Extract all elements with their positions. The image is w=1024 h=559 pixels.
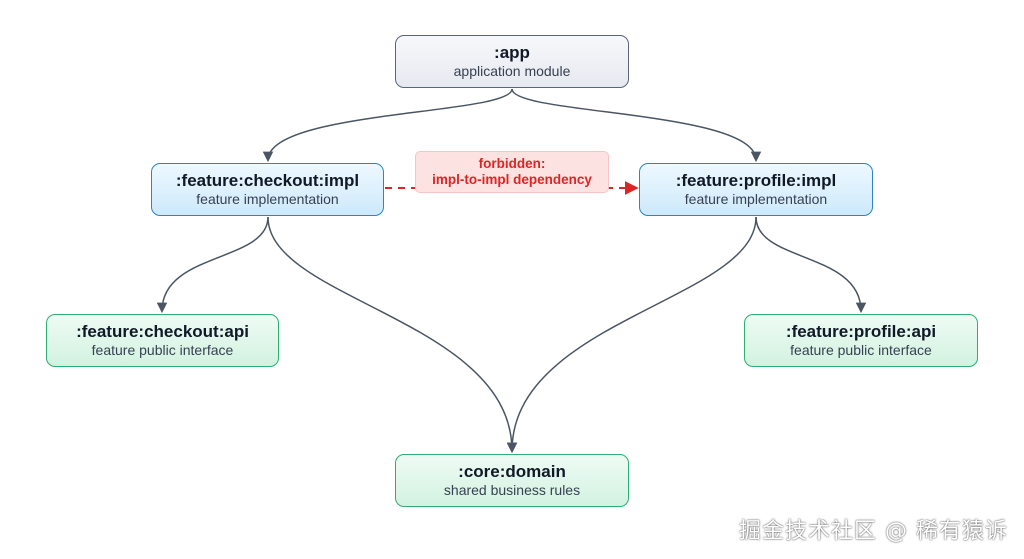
node-checkout-impl-title: :feature:checkout:impl — [175, 171, 360, 190]
node-checkout-impl: :feature:checkout:impl feature implement… — [151, 163, 384, 216]
node-app-title: :app — [494, 43, 530, 62]
node-app-subtitle: application module — [453, 63, 571, 79]
edge-profile-impl-to-profile-api — [755, 216, 867, 314]
node-profile-api-title: :feature:profile:api — [785, 322, 937, 341]
watermark: 掘金技术社区 @ 稀有猿诉 — [739, 519, 1008, 544]
edge-profile-impl-to-core-domain — [506, 216, 757, 454]
node-checkout-api-subtitle: feature public interface — [91, 342, 234, 358]
node-profile-impl: :feature:profile:impl feature implementa… — [639, 163, 873, 216]
node-profile-impl-title: :feature:profile:impl — [675, 171, 837, 190]
node-core-domain: :core:domain shared business rules — [395, 454, 629, 507]
edge-app-to-profile-impl — [511, 88, 762, 163]
node-checkout-api: :feature:checkout:api feature public int… — [46, 314, 279, 367]
node-core-domain-subtitle: shared business rules — [443, 482, 581, 498]
node-profile-api: :feature:profile:api feature public inte… — [744, 314, 978, 367]
node-checkout-impl-subtitle: feature implementation — [196, 191, 339, 207]
node-checkout-api-title: :feature:checkout:api — [76, 322, 249, 341]
node-app: :app application module — [395, 35, 629, 88]
edge-checkout-impl-to-checkout-api — [156, 216, 269, 314]
node-profile-impl-subtitle: feature implementation — [684, 191, 828, 207]
forbidden-note-line2: impl-to-impl dependency — [432, 172, 592, 187]
edge-checkout-impl-to-core-domain — [267, 216, 518, 454]
node-profile-api-subtitle: feature public interface — [790, 342, 932, 358]
forbidden-note: forbidden: impl-to-impl dependency — [415, 151, 609, 193]
edge-app-to-checkout-impl — [262, 88, 513, 163]
node-core-domain-title: :core:domain — [458, 462, 566, 481]
forbidden-note-line1: forbidden: — [478, 156, 546, 171]
